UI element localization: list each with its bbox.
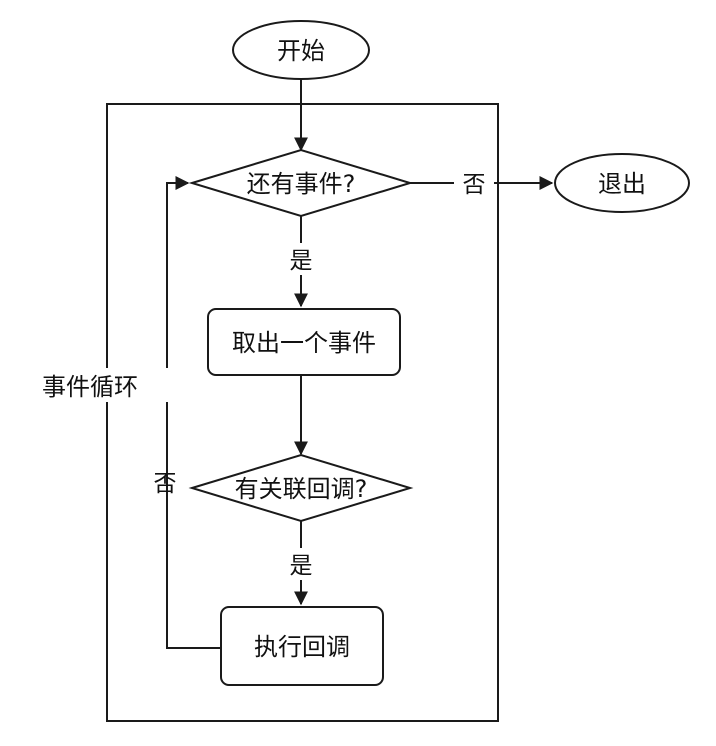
exec-callback-node (220, 606, 384, 686)
start-node (232, 20, 370, 80)
edge-label-yes-take: 是 (290, 248, 313, 274)
edge-label-yes-exec: 是 (290, 553, 313, 579)
start-label: 开始 (277, 37, 325, 65)
take-event-node (207, 308, 401, 376)
decision-more-events-label: 还有事件? (247, 170, 356, 198)
exit-label: 退出 (598, 170, 646, 198)
exec-callback-label: 执行回调 (254, 633, 350, 661)
take-event-label: 取出一个事件 (232, 329, 376, 357)
edge-label-no-loop: 否 (154, 471, 177, 497)
edge-exec-loop-back (166, 176, 221, 649)
decision-more-events (188, 148, 414, 218)
exit-node (554, 153, 690, 213)
event-loop-container (106, 103, 499, 722)
decision-has-callback-label: 有关联回调? (235, 475, 368, 503)
event-loop-label: 事件循环 (42, 373, 138, 401)
decision-has-callback (188, 453, 414, 523)
edge-label-no-exit: 否 (463, 172, 486, 198)
